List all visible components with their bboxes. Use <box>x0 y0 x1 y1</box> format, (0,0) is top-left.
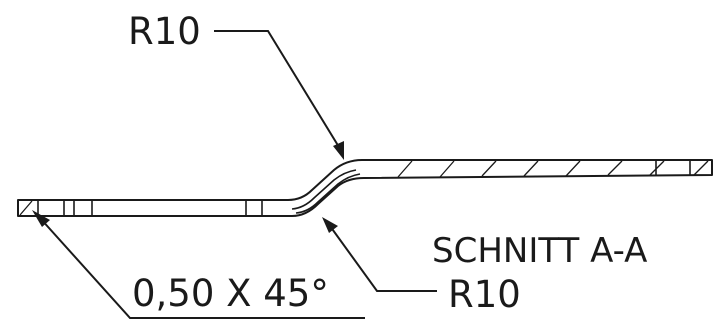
left-flange-edges <box>37 200 263 216</box>
profile-outline <box>17 159 713 217</box>
bend-inner-line <box>291 169 357 210</box>
radius-bottom-label: R10 <box>448 273 521 316</box>
radius-top-label: R10 <box>128 10 201 53</box>
section-title: SCHNITT A-A <box>432 231 647 271</box>
chamfer-label: 0,50 X 45° <box>132 272 329 315</box>
section-hatching <box>19 160 709 216</box>
leader-chamfer <box>32 210 365 319</box>
bend-outer-line <box>295 173 361 214</box>
right-flange-edges <box>655 160 691 175</box>
leader-radius-top <box>214 30 344 160</box>
leader-radius-bottom <box>322 217 437 292</box>
sheet-metal-profile <box>17 159 713 217</box>
